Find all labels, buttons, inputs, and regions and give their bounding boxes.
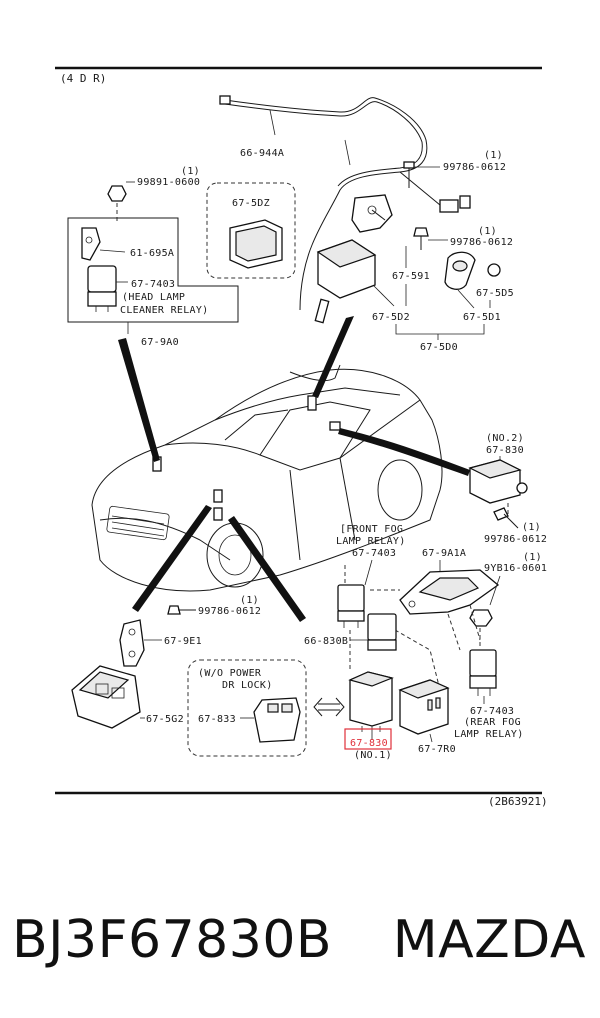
relay-front-fog — [337, 584, 365, 628]
key-fob — [444, 251, 501, 290]
nut-top-left — [107, 181, 135, 222]
box-5dz — [206, 182, 296, 279]
leader-5d2 — [312, 316, 354, 398]
label-relay-830-no2: 67-830 — [486, 445, 524, 456]
label-qty-e: (1) — [523, 552, 542, 563]
label-5d1: 67-5D1 — [463, 312, 501, 323]
label-5dz: 67-5DZ — [232, 198, 270, 209]
box-9a0 — [67, 217, 239, 323]
label-wo-1: (W/O POWER — [198, 668, 262, 679]
label-830-highlight: 67-830 — [350, 738, 388, 749]
label-bracket: 61-695A — [130, 248, 174, 259]
part-number: BJ3F67830B — [12, 910, 333, 970]
label-relay-7403-top: 67-7403 — [131, 279, 175, 290]
relay-830b — [350, 613, 397, 651]
bolt-top-right — [403, 161, 440, 188]
label-9yb16: 9YB16-0601 — [484, 563, 547, 574]
bolt-mid — [413, 227, 448, 250]
label-no1: (NO.1) — [354, 750, 392, 761]
label-9e1: 67-9E1 — [164, 636, 202, 647]
wiring-harness — [219, 95, 471, 324]
label-qty-a: (1) — [484, 150, 503, 161]
car-body — [91, 364, 443, 592]
bolt-right — [493, 507, 519, 529]
part-833 — [253, 697, 301, 743]
label-front-fog-1: [FRONT FOG — [340, 524, 403, 535]
label-bolt-top-right: 99786-0612 — [443, 162, 506, 173]
label-qty-f: (1) — [240, 595, 259, 606]
label-833: 67-833 — [198, 714, 236, 725]
unit-5dz — [229, 219, 283, 269]
label-relay-7403-front: 67-7403 — [352, 548, 396, 559]
bolt-left — [167, 605, 196, 615]
label-head-lamp-2: CLEANER RELAY) — [120, 305, 209, 316]
label-no2: (NO.2) — [486, 433, 524, 444]
swap-arrow — [313, 697, 345, 717]
dashed-connectors — [344, 565, 481, 691]
label-harness: 66-944A — [240, 148, 284, 159]
label-relay-7403-rear: 67-7403 — [470, 706, 514, 717]
box-wo-power — [187, 659, 307, 757]
label-5d5: 67-5D5 — [476, 288, 514, 299]
label-591: 67-591 — [392, 271, 430, 282]
label-830b: 66-830B — [304, 636, 348, 647]
label-9a1a: 67-9A1A — [422, 548, 466, 559]
ref-code: (2B63921) — [488, 795, 548, 808]
label-qty-b: (1) — [181, 166, 200, 177]
label-5g2: 67-5G2 — [146, 714, 184, 725]
label-qty-c: (1) — [478, 226, 497, 237]
unit-5g2 — [71, 665, 145, 729]
footer-caption: BJ3F67830B MAZDA — [0, 895, 600, 985]
label-5d2: 67-5D2 — [372, 312, 410, 323]
label-9a0: 67-9A0 — [141, 337, 179, 348]
parts-diagram: (4 D R) (2B63921) 66-944A (1) 99786-0612… — [55, 66, 548, 808]
bracket-61-695a — [81, 227, 126, 261]
highlight-box — [344, 728, 392, 750]
leader-relay-no2 — [338, 428, 470, 476]
module-7r0 — [398, 679, 450, 735]
leader-fog — [228, 516, 306, 622]
relay-head-lamp — [87, 265, 128, 312]
leader-9e1 — [132, 505, 212, 612]
label-5d0: 67-5D0 — [420, 342, 458, 353]
relay-830-no1 — [348, 671, 394, 740]
variant-label: (4 D R) — [60, 72, 106, 85]
label-rear-fog-1: (REAR FOG — [464, 717, 521, 728]
module-591-bracket — [351, 194, 393, 233]
module-5d2 — [316, 239, 377, 299]
bracket-9e1 — [119, 619, 162, 667]
label-7r0: 67-7R0 — [418, 744, 456, 755]
label-bolt-right: 99786-0612 — [484, 534, 547, 545]
relay-no2 — [468, 459, 528, 515]
bracket-9a1a — [399, 569, 500, 615]
label-nut: 99891-0600 — [137, 177, 200, 188]
brand-name: MAZDA — [392, 910, 586, 970]
leader-head-lamp — [118, 338, 160, 462]
label-qty-d: (1) — [522, 522, 541, 533]
nut-9yb — [469, 609, 493, 648]
label-front-fog-2: LAMP RELAY) — [336, 536, 406, 547]
label-rear-fog-2: LAMP RELAY) — [454, 729, 524, 740]
label-bolt-left: 99786-0612 — [198, 606, 261, 617]
label-head-lamp-1: (HEAD LAMP — [122, 292, 185, 303]
label-wo-2: DR LOCK) — [222, 680, 273, 691]
relay-rear-fog — [469, 649, 497, 704]
label-bolt-mid: 99786-0612 — [450, 237, 513, 248]
